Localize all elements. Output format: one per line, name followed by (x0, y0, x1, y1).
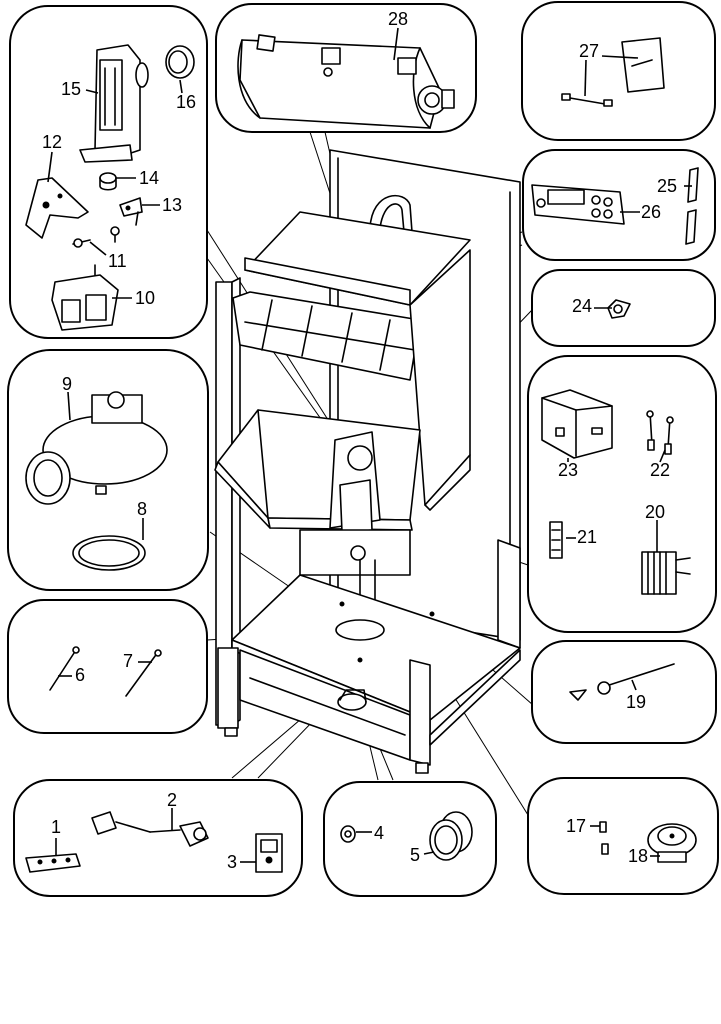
callout-12: 12 (42, 132, 62, 152)
callout-2: 2 (167, 790, 177, 810)
callout-17: 17 (566, 816, 586, 836)
part-21-drawing (549, 521, 563, 559)
part-11-drawing (72, 226, 120, 248)
detail-box-pressure: 17 18 (527, 777, 719, 895)
part-27-drawing (561, 37, 665, 107)
callout-16: 16 (176, 92, 196, 112)
part-23-drawing (541, 389, 613, 459)
callout-7: 7 (123, 651, 133, 671)
callout-15: 15 (61, 79, 81, 99)
detail-box-cover: 27 (521, 1, 716, 141)
callout-5: 5 (410, 845, 420, 865)
boiler-assembly (214, 149, 521, 774)
callout-9: 9 (62, 374, 72, 394)
part-7-drawing (125, 649, 162, 697)
part-28-drawing (237, 34, 455, 129)
part-8-drawing (72, 535, 146, 571)
detail-box-thermostat: 24 (531, 269, 716, 347)
part-16-drawing (165, 45, 195, 79)
part-24-drawing (607, 299, 631, 319)
callout-28: 28 (388, 9, 408, 29)
part-17-drawing (599, 821, 609, 855)
callout-4: 4 (374, 823, 384, 843)
detail-box-probes: 6 7 (7, 599, 208, 734)
callout-24: 24 (572, 296, 592, 316)
part-25-drawing (685, 167, 699, 245)
part-18-drawing (647, 823, 697, 863)
detail-box-sensor: 19 (531, 640, 717, 744)
callout-8: 8 (137, 499, 147, 519)
part-26-drawing (531, 184, 625, 225)
detail-box-fittings: 4 5 (323, 781, 497, 897)
callout-18: 18 (628, 846, 648, 866)
part-20-drawing (641, 551, 691, 595)
callout-23: 23 (558, 460, 578, 480)
callout-20: 20 (645, 502, 665, 522)
part-15-drawing (79, 44, 149, 163)
part-6-drawing (49, 646, 80, 691)
callout-11: 11 (108, 251, 127, 271)
part-9-drawing (25, 391, 168, 505)
callout-10: 10 (135, 288, 155, 308)
detail-box-fan: 9 8 (7, 349, 209, 591)
callout-21: 21 (577, 527, 597, 547)
part-3-drawing (255, 833, 283, 873)
part-2-drawing (91, 811, 209, 847)
callout-26: 26 (641, 202, 661, 222)
part-4-drawing (340, 825, 356, 843)
detail-box-control-panel: 25 26 (522, 149, 716, 261)
part-12-drawing (25, 177, 89, 239)
part-22-drawing (646, 410, 674, 455)
callout-13: 13 (162, 195, 182, 215)
callout-3: 3 (227, 852, 237, 872)
part-1-drawing (25, 853, 81, 873)
part-13-drawing (119, 197, 143, 226)
callout-27: 27 (579, 41, 599, 61)
detail-box-blower-parts: 15 16 12 14 13 11 10 (9, 5, 208, 339)
detail-box-heat-exchanger: 28 (215, 3, 477, 133)
callout-19: 19 (626, 692, 646, 712)
detail-box-electronics: 23 22 21 20 (527, 355, 717, 633)
callout-6: 6 (75, 665, 85, 685)
part-14-drawing (99, 172, 117, 191)
callout-1: 1 (51, 817, 61, 837)
callout-25: 25 (657, 176, 677, 196)
callout-14: 14 (139, 168, 159, 188)
part-5-drawing (429, 811, 473, 861)
part-19-drawing (569, 663, 675, 701)
callout-22: 22 (650, 460, 670, 480)
part-10-drawing (51, 264, 119, 331)
detail-box-electrical: 1 2 3 (13, 779, 303, 897)
